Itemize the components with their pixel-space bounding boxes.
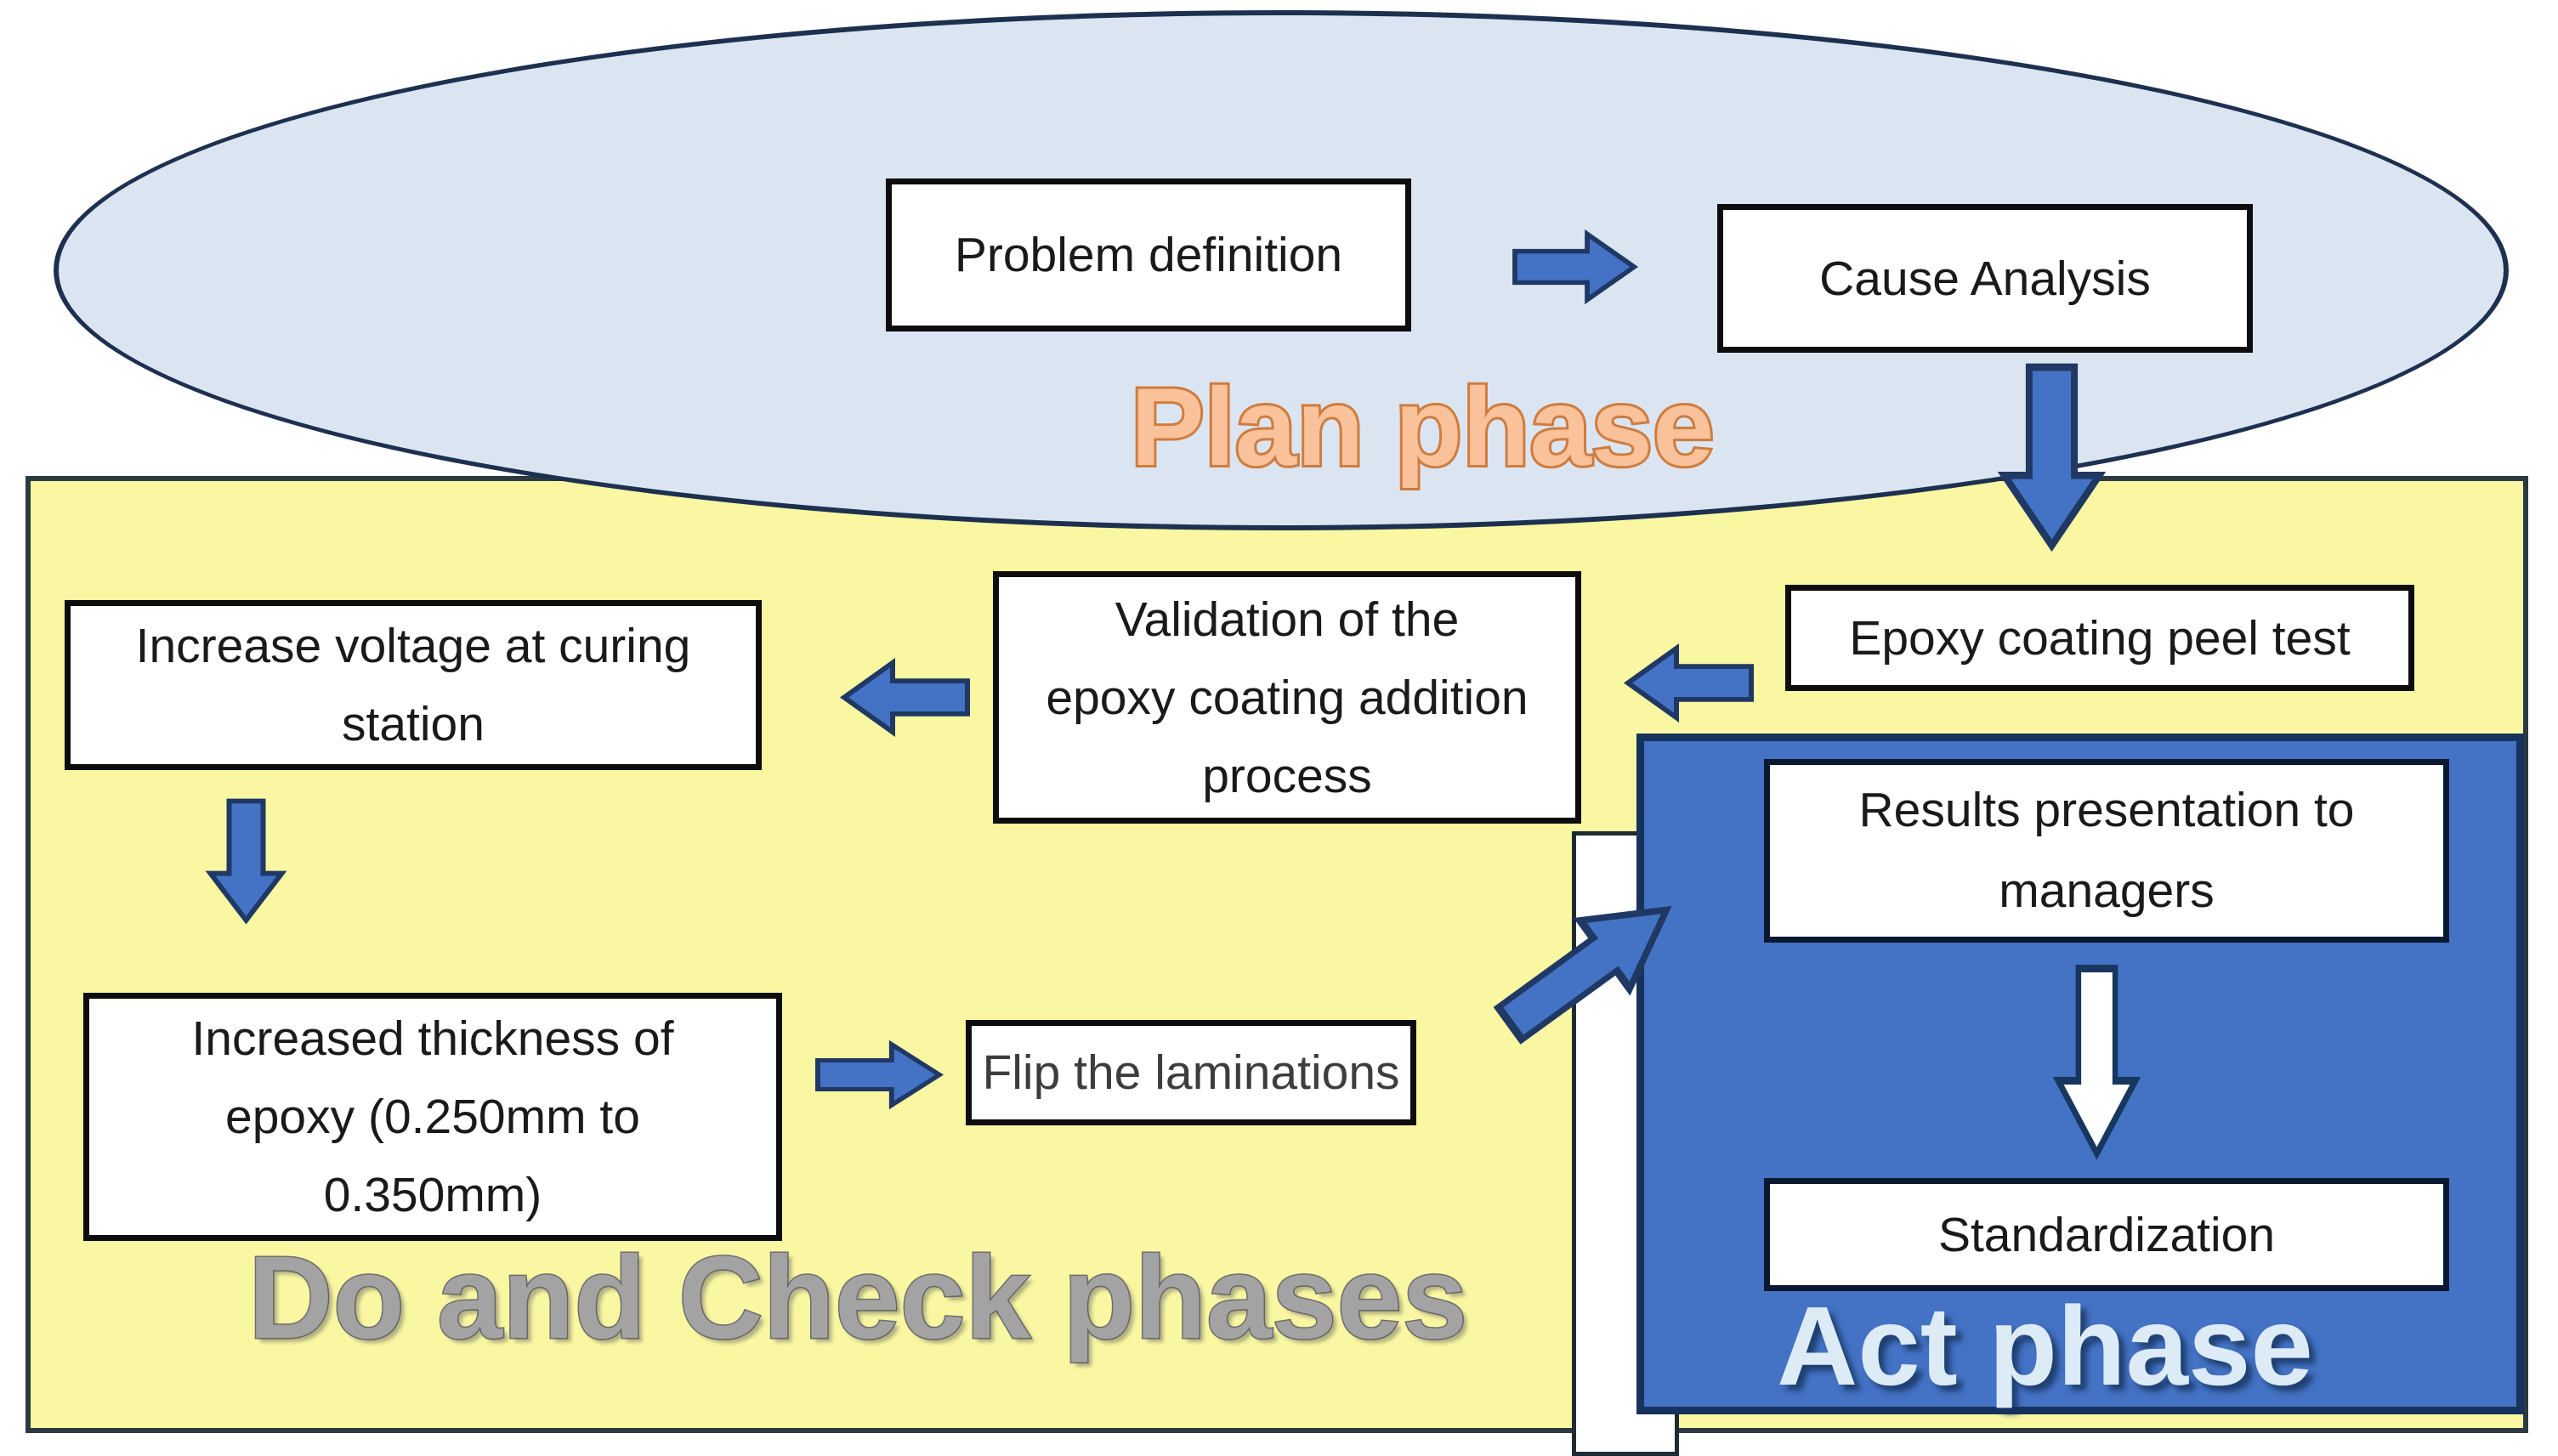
cause-to-peel-test-arrow-icon — [1997, 363, 2107, 552]
voltage-to-thickness-arrow-icon — [205, 798, 287, 925]
node-problem-definition: Problem definition — [886, 178, 1411, 331]
validation-to-voltage-arrow-icon — [839, 658, 970, 737]
do-and-check-phases-label: Do and Check phases — [247, 1232, 1468, 1363]
node-label: Flip the laminations — [982, 1045, 1400, 1100]
node-label: Problem definition — [954, 228, 1343, 282]
node-increase-voltage: Increase voltage at curing station — [65, 600, 762, 770]
node-label: Cause Analysis — [1819, 251, 2151, 306]
node-flip-the-laminations: Flip the laminations — [966, 1020, 1416, 1125]
node-label: Increase voltage at curing station — [135, 619, 691, 751]
node-label: Results presentation to managers — [1858, 783, 2355, 918]
node-results-presentation: Results presentation to managers — [1764, 759, 2449, 943]
node-label: Epoxy coating peel test — [1849, 610, 2351, 666]
node-validation-of-epoxy-coating: Validation of the epoxy coating addition… — [993, 571, 1581, 824]
node-label: Increased thickness of epoxy (0.250mm to… — [191, 1011, 674, 1222]
plan-phase-label: Plan phase — [1128, 365, 1716, 489]
peel-test-to-validation-arrow-icon — [1623, 643, 1754, 722]
node-increased-thickness: Increased thickness of epoxy (0.250mm to… — [83, 993, 782, 1241]
act-phase-label: Act phase — [1777, 1283, 2313, 1408]
thickness-to-flip-arrow-icon — [815, 1040, 944, 1110]
node-standardization: Standardization — [1764, 1178, 2449, 1291]
node-cause-analysis: Cause Analysis — [1717, 204, 2253, 353]
flip-to-act-phase-arrow-icon — [1493, 905, 1672, 1045]
problem-to-cause-arrow-icon — [1512, 229, 1639, 305]
node-epoxy-coating-peel-test: Epoxy coating peel test — [1785, 585, 2414, 691]
results-to-standardization-arrow-icon — [2052, 965, 2141, 1160]
node-label: Standardization — [1937, 1207, 2276, 1262]
node-label: Validation of the epoxy coating addition… — [1046, 592, 1529, 803]
